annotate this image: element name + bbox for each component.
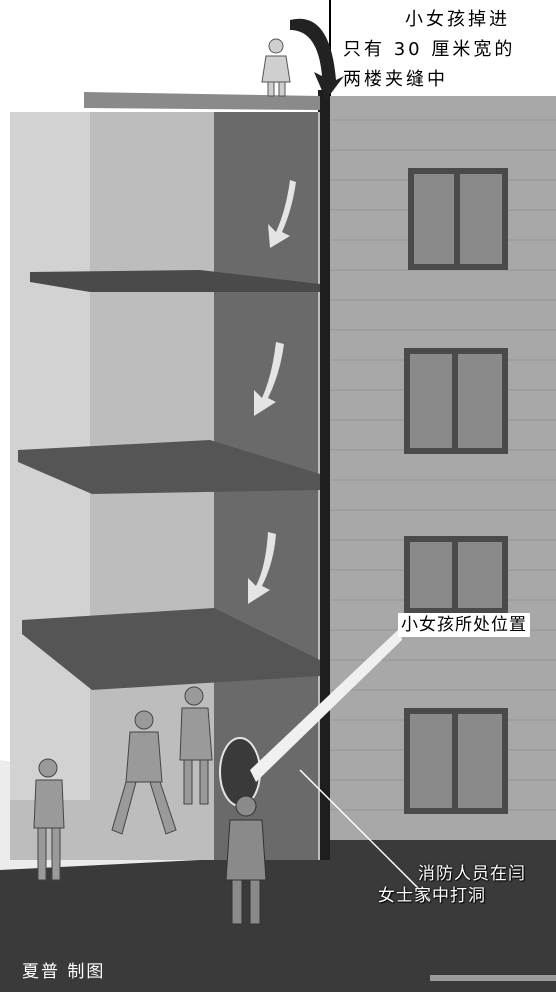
image-credit: 夏普 制图 (22, 961, 105, 983)
window (404, 536, 508, 614)
window (408, 168, 508, 270)
window (404, 348, 508, 454)
girl-figure (262, 39, 290, 96)
firefighter-label-line-2: 女士家中打洞 (378, 885, 486, 907)
caption-line-2: 只有 30 厘米宽的 (343, 38, 515, 62)
street-stripe (430, 975, 556, 981)
caption-line-3: 两楼夹缝中 (343, 68, 448, 92)
window (404, 708, 508, 814)
caption-line-1: 小女孩掉进 (405, 8, 510, 32)
firefighter-label-line-1: 消防人员在闫 (418, 863, 526, 885)
girl-position-label: 小女孩所处位置 (398, 613, 530, 637)
curved-arrow-icon (290, 19, 344, 100)
